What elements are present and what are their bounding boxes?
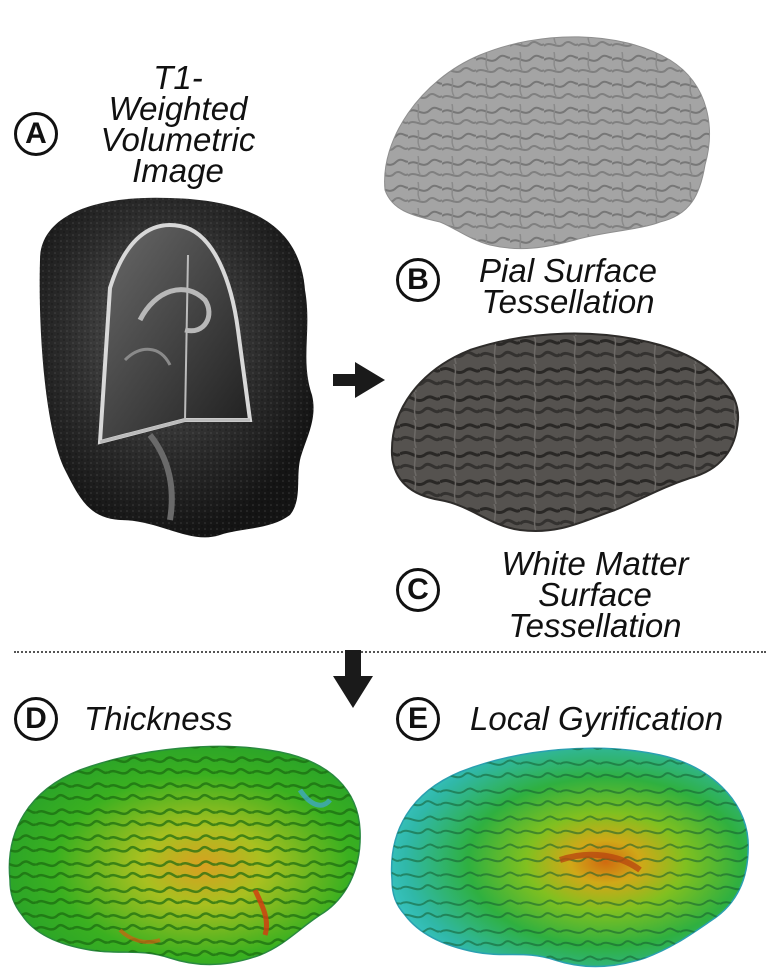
- gyrification-brain-map: [0, 0, 771, 979]
